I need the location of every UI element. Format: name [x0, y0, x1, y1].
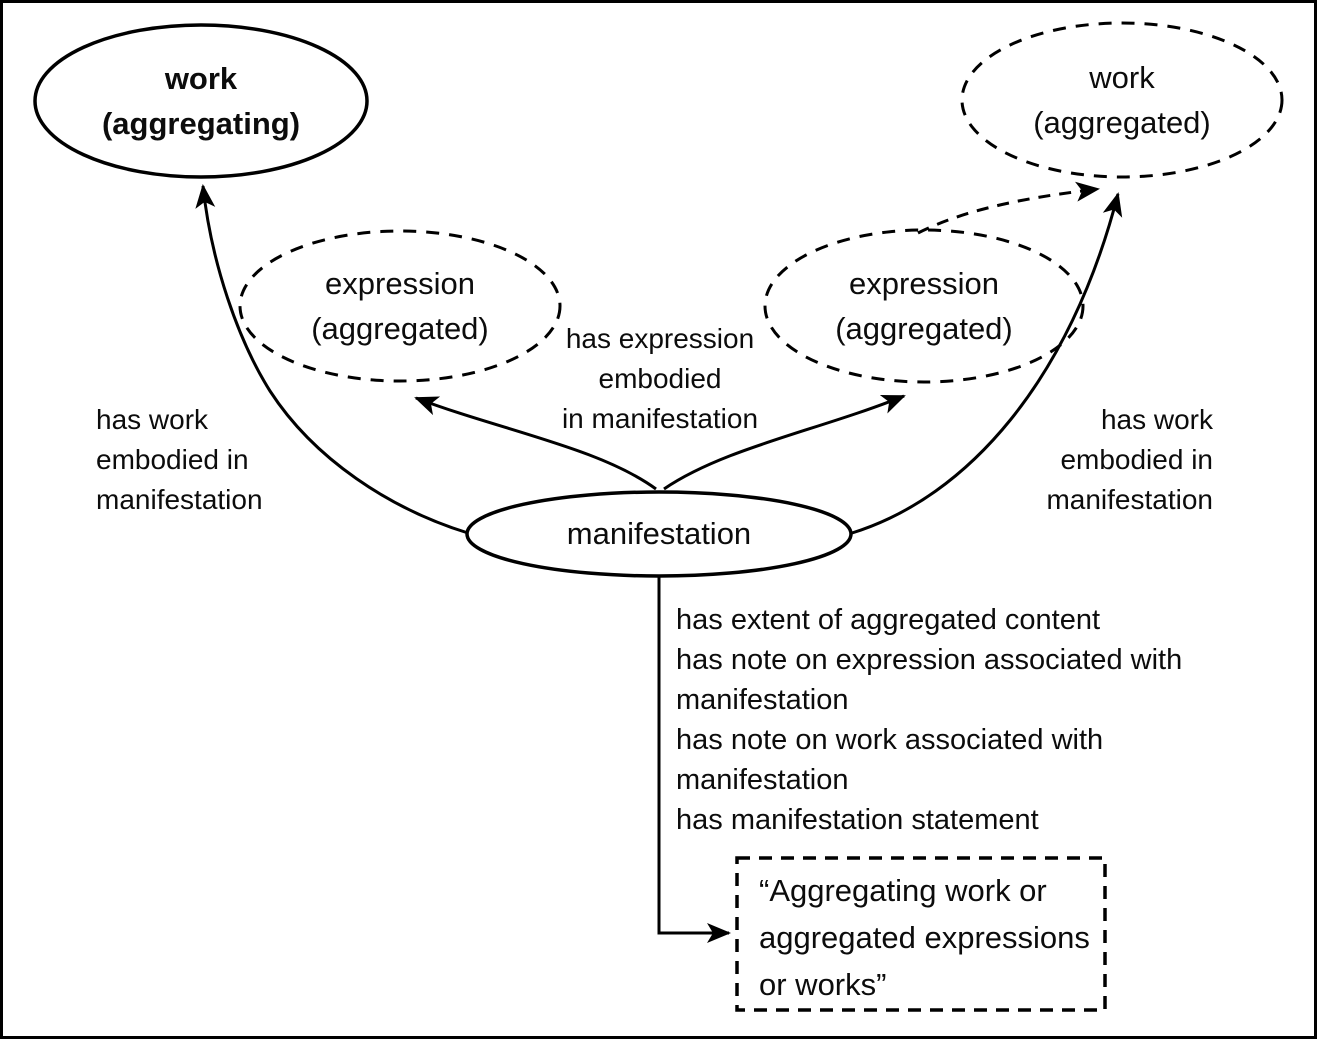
node-label-work-aggregating: work (aggregating): [101, 61, 301, 141]
value-box-rect: [735, 856, 1107, 1012]
edge-manifestation-to-expression-left: [414, 396, 657, 491]
work-aggregated-ellipse: [960, 21, 1284, 179]
node-label-manifestation: manifestation: [566, 516, 752, 551]
edge-label-has-work-embodied-left: has work embodied in manifestation: [96, 404, 263, 515]
value-box-text: “Aggregating work or aggregated expressi…: [759, 873, 1090, 1002]
property-label: has note on expression associated with m…: [676, 644, 1183, 716]
expression-aggregated-left-ellipse: [238, 229, 562, 383]
edge-label-has-expression-embodied: has expression embodied in manifestation: [561, 323, 759, 434]
property-label: has extent of aggregated content: [676, 604, 1101, 636]
manifestation-properties-list: has extent of aggregated content has not…: [676, 600, 1236, 840]
property-label: has note on work associated with manifes…: [676, 724, 1104, 796]
edge-manifestation-to-work-aggregated: [851, 192, 1123, 535]
edge-manifestation-to-value-box: [657, 576, 731, 943]
node-label-work-aggregated: work (aggregated): [1033, 60, 1211, 140]
edge-expression-right-to-work-aggregated-dashed: [917, 181, 1100, 235]
work-aggregating-ellipse: [33, 23, 369, 179]
node-label-expression-aggregated-left: expression (aggregated): [311, 266, 489, 346]
property-label: has manifestation statement: [676, 804, 1039, 836]
node-label-expression-aggregated-right: expression (aggregated): [835, 266, 1013, 346]
edge-label-has-work-embodied-right: has work embodied in manifestation: [1046, 404, 1213, 515]
edge-manifestation-to-expression-right: [663, 394, 906, 491]
diagram-shapes: [33, 21, 1284, 1012]
expression-aggregated-right-ellipse: [763, 228, 1085, 384]
edge-manifestation-to-work-aggregating: [195, 184, 469, 535]
